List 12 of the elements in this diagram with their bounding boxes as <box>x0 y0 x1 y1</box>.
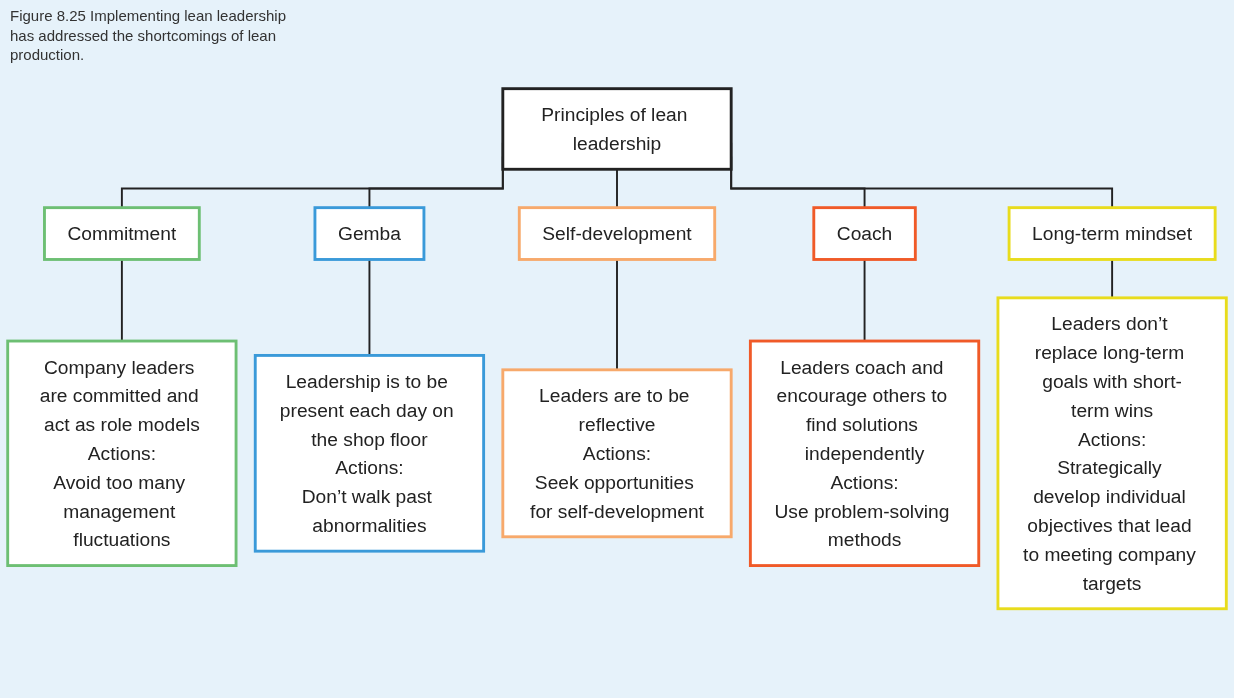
node-box: Gemba <box>313 206 426 262</box>
node-box: Commitment <box>43 206 201 262</box>
node-box: Leaders don’t replace long-term goals with short-term wins Actions: Strategically develop individual objectives that lead to meeting company targets <box>996 296 1228 611</box>
node-box: Leaders are to be reflective Actions: Seek opportunities for self-development <box>501 368 733 539</box>
node-box: Long-term mindset <box>1007 206 1217 262</box>
node-box: Leadership is to be present each day on the shop floor Actions: Don’t walk past abnormalities <box>253 354 486 553</box>
node-box: Principles of lean leadership <box>501 87 733 171</box>
node-box: Self-development <box>517 206 717 262</box>
node-box: Coach <box>812 206 917 262</box>
node-box: Leaders coach and encourage others to find solutions independently Actions: Use problem-solving methods <box>748 339 981 568</box>
figure-caption: Figure 8.25 Implementing lean leadership has addressed the shortcomings of lean production. <box>10 6 287 65</box>
node-box: Company leaders are committed and act as role models Actions: Avoid too many management fluctuations <box>6 339 238 568</box>
